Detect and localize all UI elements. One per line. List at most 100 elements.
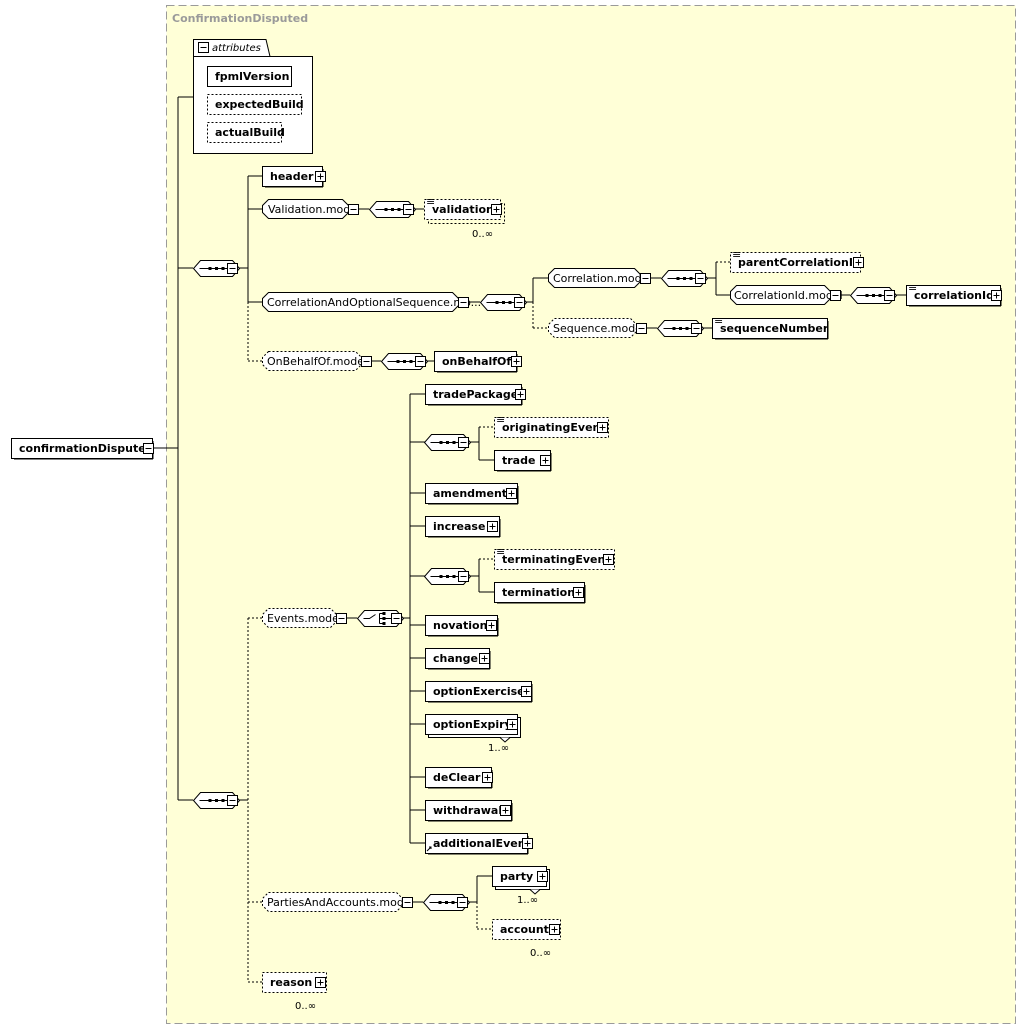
element-amendment[interactable]: amendment — [425, 483, 519, 505]
attribute-actualBuild: actualBuild — [215, 126, 285, 139]
attribute-box — [207, 94, 302, 115]
element-optionExpiry[interactable]: optionExpiry — [425, 714, 521, 743]
expand-icon[interactable] — [521, 686, 532, 697]
collapse-icon[interactable] — [458, 437, 469, 448]
collapse-icon[interactable] — [830, 290, 841, 301]
root-element[interactable]: confirmationDisputed — [11, 438, 154, 460]
svg-text:PartiesAndAccounts.model: PartiesAndAccounts.model — [267, 896, 414, 909]
svg-text:≡: ≡ — [496, 413, 505, 426]
element-termination[interactable]: termination — [494, 582, 586, 604]
expand-icon[interactable] — [515, 389, 526, 400]
collapse-icon[interactable] — [143, 443, 154, 454]
element-optionExercise[interactable]: optionExercise — [425, 681, 533, 703]
element-change[interactable]: change — [425, 648, 491, 670]
svg-text:account: account — [500, 923, 549, 936]
collapse-icon[interactable] — [415, 356, 426, 367]
occurrence-label: 0..∞ — [472, 229, 493, 240]
svg-text:CorrelationAndOptionalSequence: CorrelationAndOptionalSequence.mo... — [267, 296, 481, 309]
svg-text:parentCorrelationId: parentCorrelationId — [738, 256, 861, 269]
svg-text:Events.model: Events.model — [267, 612, 342, 625]
expand-icon[interactable] — [522, 838, 533, 849]
element-account[interactable]: account — [492, 919, 561, 940]
element-sequenceNumber[interactable]: ≡ sequenceNumber — [712, 314, 829, 340]
svg-text:change: change — [433, 652, 478, 665]
occurrence-label: 1..∞ — [517, 895, 538, 906]
group-correlation-model[interactable]: Correlation.model — [548, 268, 652, 288]
expand-icon[interactable] — [537, 871, 548, 882]
element-deClear[interactable]: deClear — [425, 767, 493, 789]
element-validation[interactable]: ≡ validation — [424, 195, 505, 224]
group-correlationid-model[interactable]: CorrelationId.model — [730, 285, 843, 305]
connector-lines — [153, 96, 906, 983]
collapse-icon[interactable] — [227, 795, 238, 806]
svg-text:≡: ≡ — [732, 248, 741, 261]
expand-icon[interactable] — [506, 488, 517, 499]
element-trade[interactable]: trade — [494, 450, 552, 472]
expand-icon[interactable] — [486, 620, 497, 631]
collapse-icon[interactable] — [884, 290, 895, 301]
expand-icon[interactable] — [603, 554, 614, 565]
element-correlationId[interactable]: ≡ correlationId — [906, 281, 1002, 307]
expand-icon[interactable] — [500, 805, 511, 816]
element-reason[interactable]: reason — [262, 972, 327, 993]
collapse-icon[interactable] — [695, 273, 706, 284]
group-sequence-model[interactable]: Sequence.model — [548, 318, 646, 338]
collapse-icon[interactable] — [458, 297, 469, 308]
expand-icon[interactable] — [853, 257, 864, 268]
element-tradePackage[interactable]: tradePackage — [425, 384, 523, 406]
group-parties-accounts-model[interactable]: PartiesAndAccounts.model — [262, 892, 414, 912]
element-novation[interactable]: novation — [425, 615, 499, 637]
collapse-icon[interactable] — [198, 42, 209, 53]
collapse-icon[interactable] — [348, 204, 359, 215]
svg-text:amendment: amendment — [433, 487, 507, 500]
svg-text:additionalEvent: additionalEvent — [433, 837, 531, 850]
element-increase[interactable]: increase — [425, 516, 501, 538]
collapse-icon[interactable] — [457, 897, 468, 908]
svg-text:CorrelationId.model: CorrelationId.model — [734, 289, 843, 302]
expand-icon[interactable] — [573, 587, 584, 598]
svg-text:sequenceNumber: sequenceNumber — [720, 322, 829, 335]
collapse-icon[interactable] — [391, 613, 402, 624]
svg-text:header: header — [270, 170, 314, 183]
element-terminatingEvent[interactable]: ≡ terminatingEvent — [494, 545, 615, 570]
expand-icon[interactable] — [511, 356, 522, 367]
collapse-icon[interactable] — [640, 273, 651, 284]
expand-icon[interactable] — [540, 455, 551, 466]
svg-text:termination: termination — [502, 586, 575, 599]
expand-icon[interactable] — [482, 772, 493, 783]
expand-icon[interactable] — [991, 290, 1002, 301]
element-withdrawal[interactable]: withdrawal — [425, 800, 513, 822]
expand-icon[interactable] — [597, 422, 608, 433]
attribute-box — [207, 66, 292, 87]
svg-text:optionExpiry: optionExpiry — [433, 718, 512, 731]
group-onbehalfof-model[interactable]: OnBehalfOf.model — [262, 351, 368, 371]
collapse-icon[interactable] — [514, 297, 525, 308]
element-header[interactable]: header — [262, 166, 324, 188]
expand-icon[interactable] — [491, 204, 502, 215]
type-frame — [166, 5, 1016, 1024]
group-events-model[interactable]: Events.model — [262, 608, 343, 628]
collapse-icon[interactable] — [458, 571, 469, 582]
group-validation-model[interactable]: Validation.model — [262, 199, 361, 219]
collapse-icon[interactable] — [403, 204, 414, 215]
expand-icon[interactable] — [315, 977, 326, 988]
expand-icon[interactable] — [549, 924, 560, 935]
element-party[interactable]: party — [492, 866, 550, 895]
element-additionalEvent[interactable]: additionalEvent — [425, 833, 531, 855]
expand-icon[interactable] — [507, 719, 518, 730]
collapse-icon[interactable] — [361, 356, 372, 367]
expand-icon[interactable] — [479, 653, 490, 664]
collapse-icon[interactable] — [402, 897, 413, 908]
collapse-icon[interactable] — [636, 323, 647, 334]
element-onBehalfOf[interactable]: onBehalfOf — [434, 351, 518, 373]
collapse-icon[interactable] — [336, 613, 347, 624]
collapse-icon[interactable] — [227, 263, 238, 274]
svg-text:OnBehalfOf.model: OnBehalfOf.model — [267, 355, 367, 368]
expand-icon[interactable] — [487, 521, 498, 532]
expand-icon[interactable] — [315, 171, 326, 182]
svg-text:Validation.model: Validation.model — [268, 203, 360, 216]
group-correlation-sequence-model[interactable]: CorrelationAndOptionalSequence.mo... — [262, 292, 482, 312]
element-originatingEvent[interactable]: ≡ originatingEvent — [494, 413, 609, 438]
svg-text:trade: trade — [502, 454, 535, 467]
collapse-icon[interactable] — [691, 323, 702, 334]
